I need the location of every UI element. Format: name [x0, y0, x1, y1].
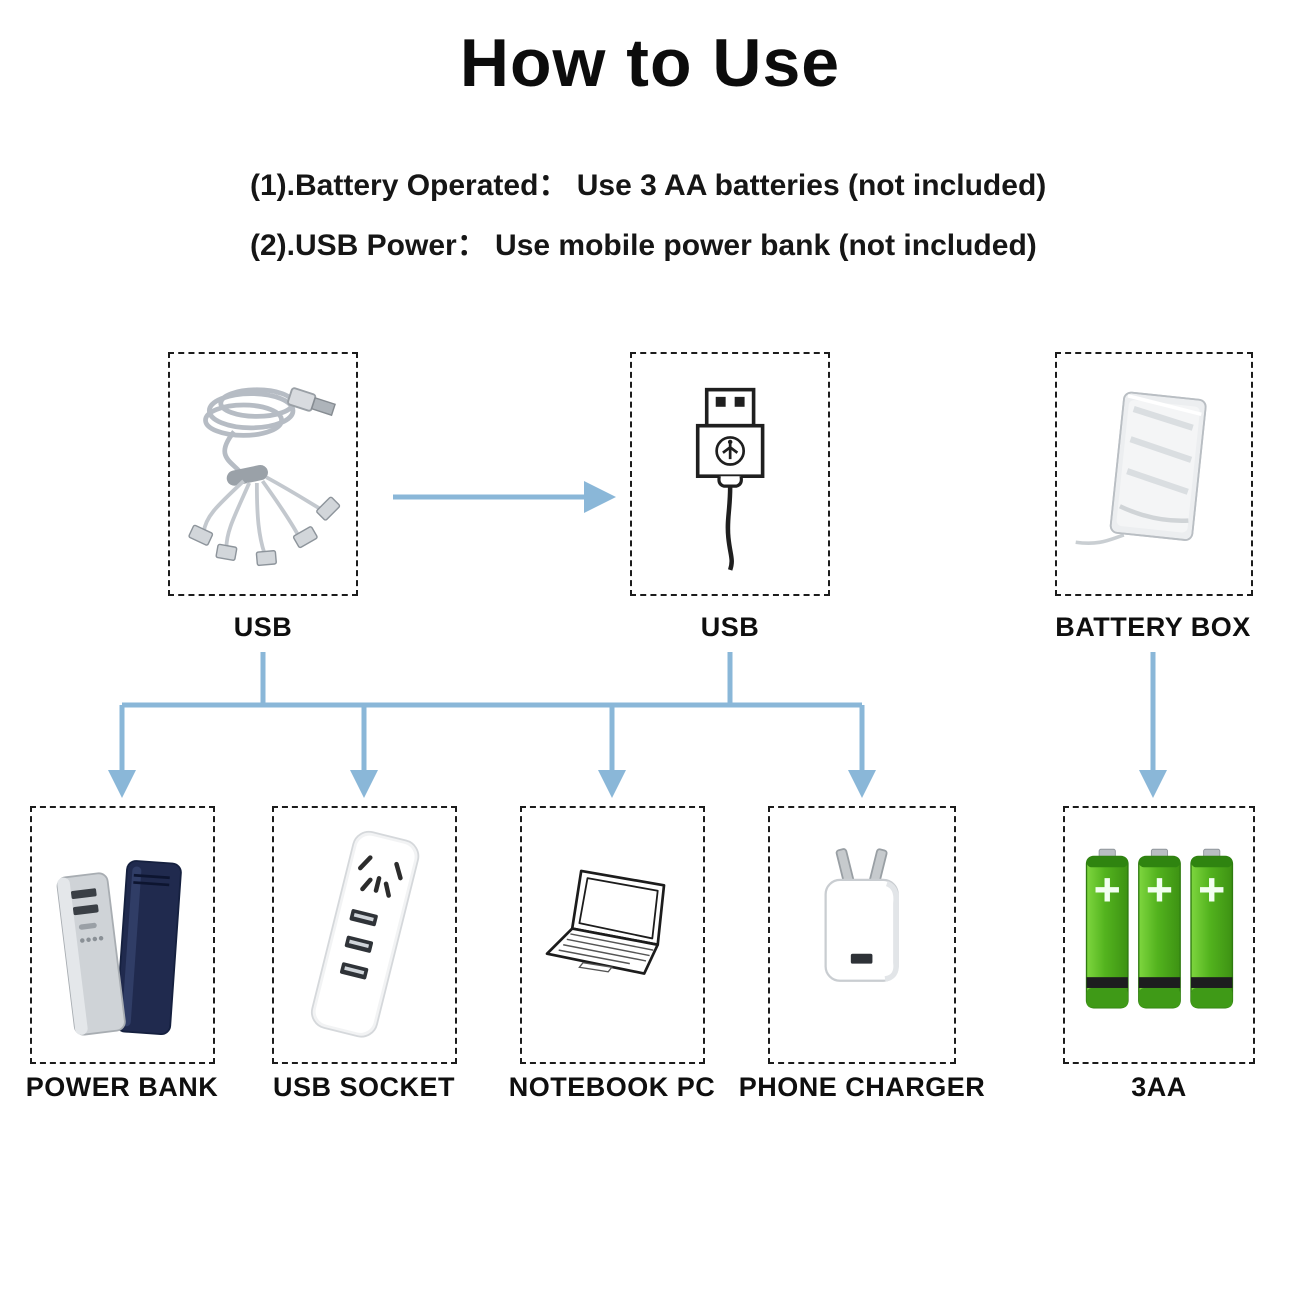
phone-charger-label: PHONE CHARGER — [738, 1072, 986, 1102]
battery-box-icon — [1075, 391, 1207, 545]
aa-batteries-icon — [1085, 848, 1233, 1009]
notebook-pc-label: NOTEBOOK PC — [508, 1072, 716, 1102]
power-bank-label: POWER BANK — [25, 1072, 219, 1102]
instruction-line-1: (1).Battery Operated： Use 3 AA batteries… — [250, 169, 1047, 202]
usb-splitter-label: USB — [233, 612, 293, 642]
notebook-pc-icon — [545, 869, 666, 976]
usb-plug-icon — [695, 387, 765, 571]
battery-box-box — [1055, 352, 1253, 596]
usb-socket-icon — [311, 831, 420, 1038]
power-bank-icon — [56, 860, 183, 1036]
usb-plug-box — [630, 352, 830, 596]
aa-batteries-box — [1063, 806, 1255, 1064]
page-title: How to Use — [459, 25, 841, 101]
aa-batteries-label: 3AA — [1131, 1072, 1187, 1102]
usb-socket-label: USB SOCKET — [272, 1072, 456, 1102]
power-bank-box — [30, 806, 215, 1064]
usb-splitter-cable-icon — [188, 386, 341, 566]
usb-plug-label: USB — [700, 612, 760, 642]
phone-charger-icon — [824, 848, 900, 983]
battery-box-label: BATTERY BOX — [1055, 612, 1251, 642]
instruction-line-2: (2).USB Power： Use mobile power bank (no… — [250, 229, 1037, 262]
notebook-pc-box — [520, 806, 705, 1064]
phone-charger-box — [768, 806, 956, 1064]
usb-socket-box — [272, 806, 457, 1064]
usb-splitter-box — [168, 352, 358, 596]
